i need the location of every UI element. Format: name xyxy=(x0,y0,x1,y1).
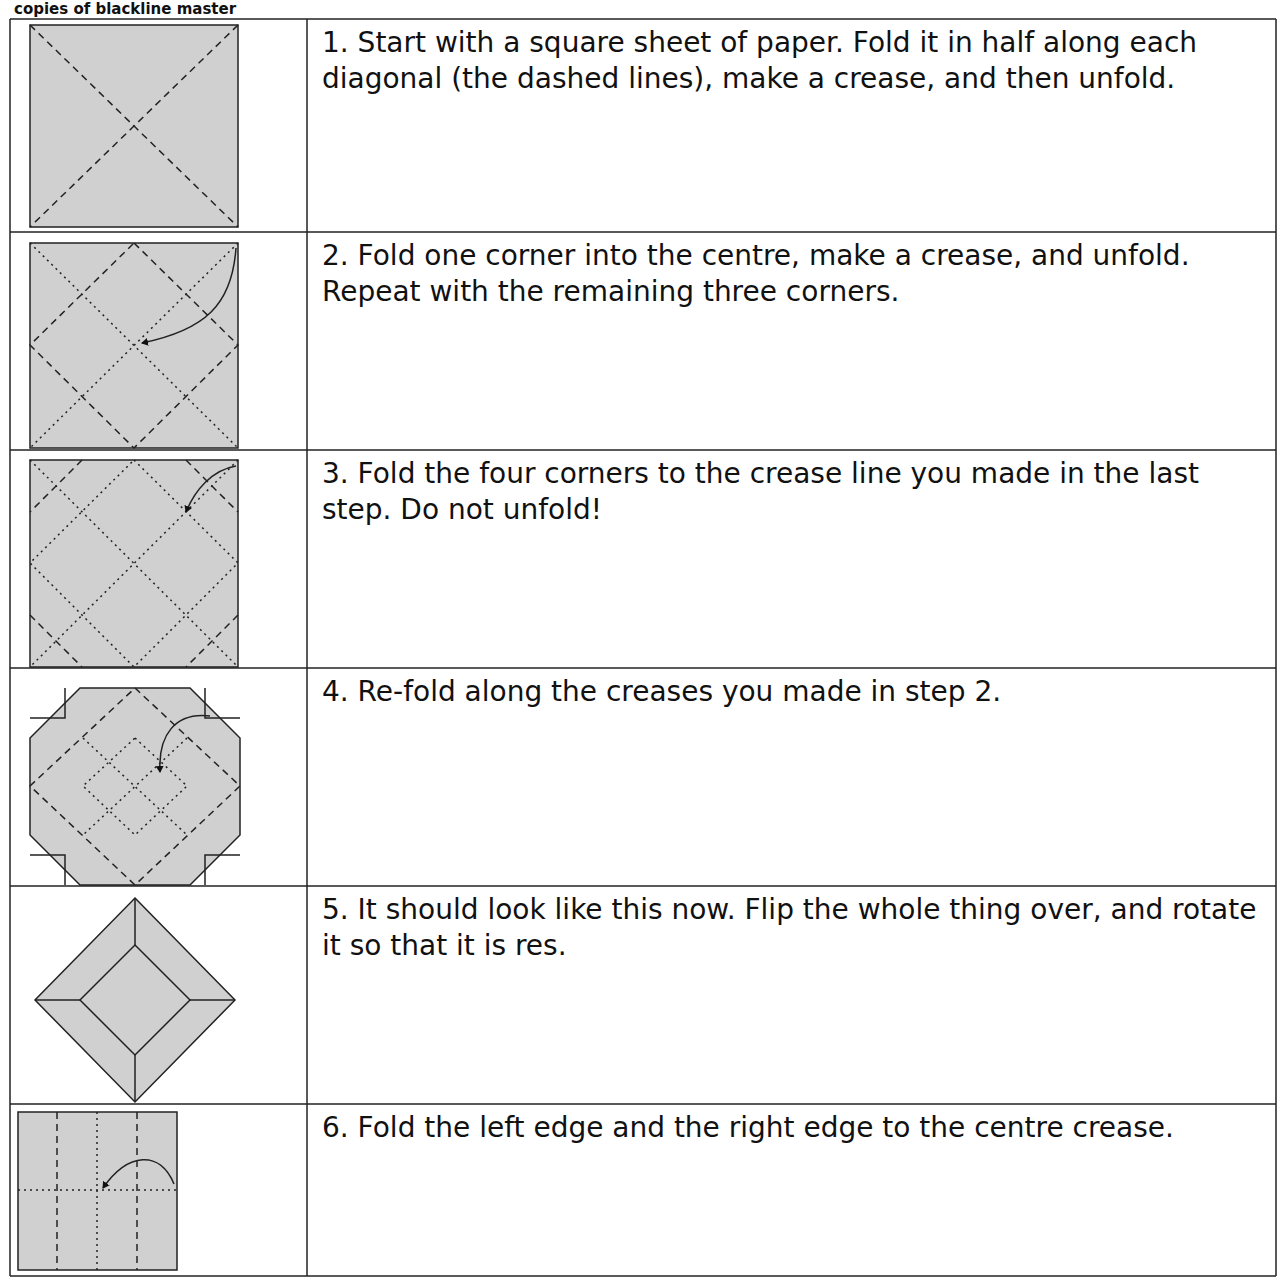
step2-figure xyxy=(30,243,238,448)
step5-figure xyxy=(35,898,235,1102)
step4-figure xyxy=(30,688,240,885)
page-title: copies of blackline master xyxy=(14,1,236,18)
step-instruction: 1. Start with a square sheet of paper. F… xyxy=(322,25,1262,98)
step-instruction: 4. Re-fold along the creases you made in… xyxy=(322,674,1262,710)
table-grid xyxy=(10,19,1276,1276)
step1-figure xyxy=(30,25,238,227)
step-instruction: 3. Fold the four corners to the crease l… xyxy=(322,456,1262,529)
step6-figure xyxy=(18,1112,177,1270)
step3-figure xyxy=(30,460,238,667)
step-instruction: 6. Fold the left edge and the right edge… xyxy=(322,1110,1262,1146)
step-instruction: 5. It should look like this now. Flip th… xyxy=(322,892,1262,965)
step-instruction: 2. Fold one corner into the centre, make… xyxy=(322,238,1262,311)
